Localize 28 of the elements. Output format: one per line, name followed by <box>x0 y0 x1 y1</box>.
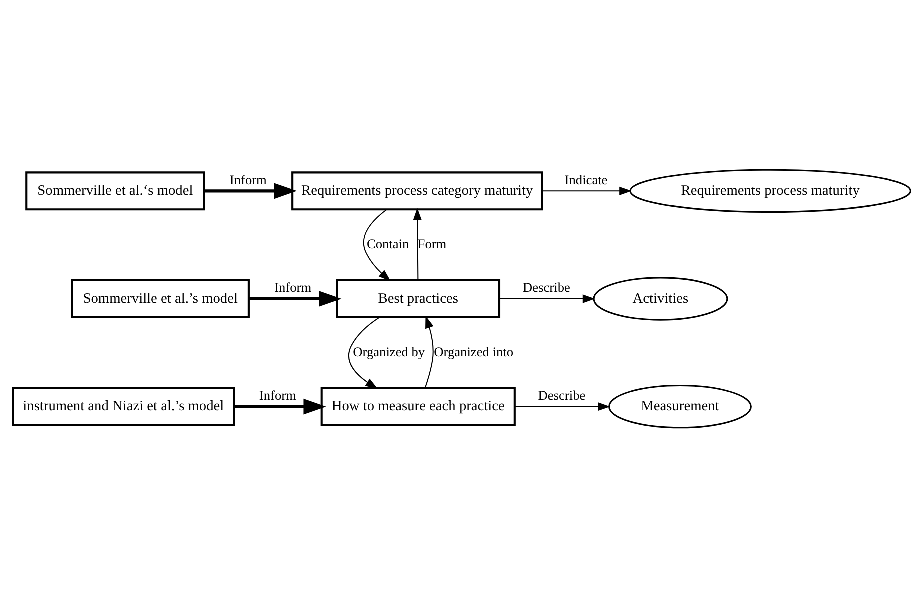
arrow <box>500 294 596 303</box>
arrow <box>363 208 392 281</box>
arrow <box>248 290 342 306</box>
edge-label: Organized by <box>353 344 426 359</box>
edge-label: Inform <box>230 172 267 187</box>
edge-label: Indicate <box>564 172 608 187</box>
node-box: Sommerville et al.’s model <box>71 278 250 318</box>
edge-label: Inform <box>259 388 296 403</box>
node-ellipse: Activities <box>593 276 728 320</box>
arrow <box>413 208 422 280</box>
edge-label: Inform <box>274 280 312 295</box>
arrow <box>204 182 298 199</box>
node-ellipse: Requirements process maturity <box>630 168 912 212</box>
node-box: instrument and Niazi et al.’s model <box>12 386 236 426</box>
arrow <box>348 316 380 389</box>
node-ellipse: Measurement <box>608 384 752 428</box>
node-box: How to measure each practice <box>320 386 516 426</box>
arrow <box>542 186 632 195</box>
node-box: Best practices <box>336 278 501 318</box>
edge-label: Describe <box>523 280 570 295</box>
arrow <box>424 316 434 388</box>
arrow <box>515 402 610 411</box>
arrow <box>234 398 326 414</box>
node-box: Sommerville et al.‘s model <box>26 171 206 210</box>
edge-label: Contain <box>366 236 410 252</box>
edge-label: Organized into <box>434 344 514 359</box>
edge-label: Describe <box>538 388 586 403</box>
node-box: Requirements process category maturity <box>292 171 544 210</box>
